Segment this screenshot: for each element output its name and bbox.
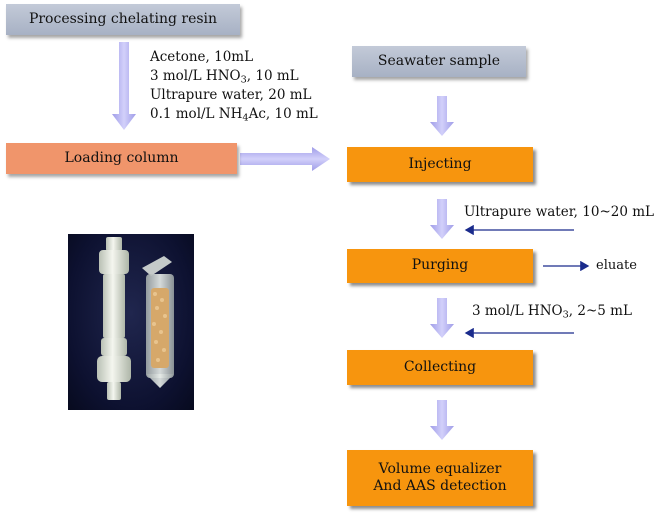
box-processing-chelating-resin: Processing chelating resin	[6, 4, 240, 35]
reagent-hno3: 3 mol/L HNO3, 10 mL	[150, 68, 299, 86]
label-eluate: eluate	[596, 258, 637, 273]
reagent-acetone: Acetone, 10mL	[150, 49, 254, 65]
box-loading-column: Loading column	[6, 143, 237, 174]
box-volume-label-line2: And AAS detection	[373, 478, 507, 494]
reagent-ultrapure-water: Ultrapure water, 20 mL	[150, 87, 312, 103]
box-purging-label: Purging	[411, 257, 469, 274]
reagent-list: Acetone, 10mL 3 mol/L HNO3, 10 mL Ultrap…	[150, 48, 318, 124]
down-arrow-injecting-to-purging	[430, 199, 454, 239]
box-collecting-label: Collecting	[403, 358, 477, 375]
box-collecting: Collecting	[347, 350, 533, 385]
label-ultrapure-water: Ultrapure water, 10~20 mL	[464, 204, 654, 220]
box-seawater-sample: Seawater sample	[352, 46, 526, 77]
box-purging: Purging	[347, 249, 533, 283]
box-injecting: Injecting	[347, 147, 533, 182]
column-cartridge-icon	[97, 237, 174, 400]
box-injecting-label: Injecting	[408, 155, 472, 172]
right-arrow-loading-to-injecting	[240, 147, 330, 171]
box-seawater-label: Seawater sample	[377, 52, 501, 69]
reagent-nh4ac: 0.1 mol/L NH4Ac, 10 mL	[150, 106, 318, 124]
box-volume-equalizer-aas: Volume equalizer And AAS detection	[347, 450, 533, 506]
box-volume-label-line1: Volume equalizer	[378, 460, 502, 477]
down-arrow-processing	[112, 42, 136, 130]
down-arrow-seawater-to-injecting	[430, 96, 454, 136]
label-hno3-elution: 3 mol/L HNO3, 2~5 mL	[472, 303, 632, 321]
down-arrow-purging-to-collecting	[430, 298, 454, 338]
column-cartridge-photo	[68, 234, 194, 410]
box-loading-label: Loading column	[64, 149, 179, 166]
down-arrow-collecting-to-detection	[430, 400, 454, 440]
box-processing-label: Processing chelating resin	[28, 10, 218, 27]
